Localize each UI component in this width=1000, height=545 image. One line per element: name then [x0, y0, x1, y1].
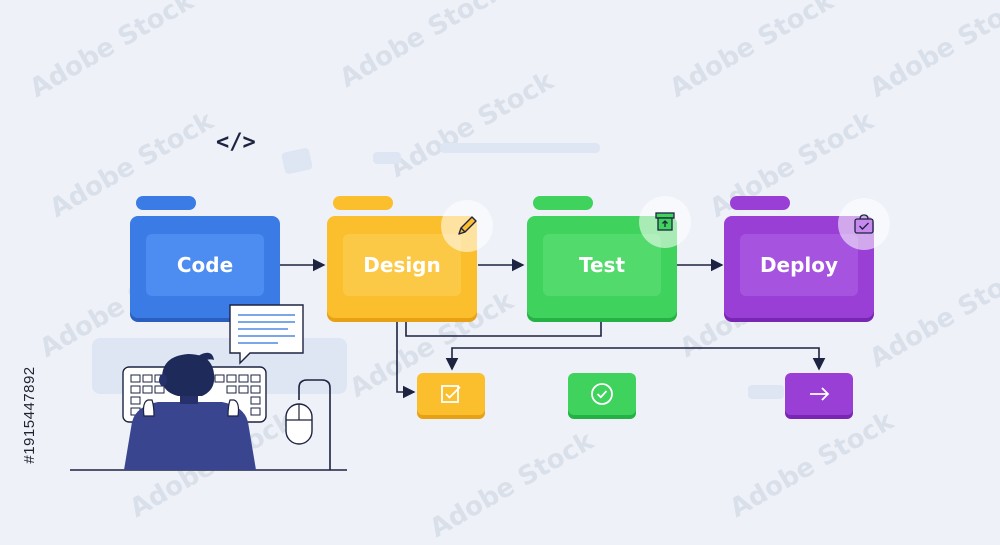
check-circle-icon [591, 383, 613, 405]
folder-tab [533, 196, 593, 210]
output-design[interactable] [417, 373, 485, 415]
upload-box-icon [639, 196, 691, 248]
folder-design[interactable]: Design [327, 196, 477, 318]
arrow-design-output [396, 318, 416, 399]
folder-label: Deploy [740, 234, 858, 296]
developer-figure [124, 352, 256, 470]
folder-label: Code [146, 234, 264, 296]
pencil-icon [441, 200, 493, 252]
decor-block [440, 143, 600, 153]
loop-line [451, 347, 820, 369]
folder-deploy[interactable]: Deploy [724, 196, 874, 318]
mouse-cable [298, 379, 331, 470]
folder-label: Design [343, 234, 461, 296]
arrow-right-icon [810, 387, 830, 401]
output-test[interactable] [568, 373, 636, 415]
folder-tab [730, 196, 790, 210]
folder-tab [333, 196, 393, 210]
mouse-icon [285, 403, 313, 445]
decor-block [748, 385, 784, 399]
folder-label: Test [543, 234, 661, 296]
bracket-design-test [405, 318, 602, 337]
output-deploy[interactable] [785, 373, 853, 415]
stock-id-label: #1915447892 [21, 366, 38, 464]
folder-code[interactable]: Code [130, 196, 280, 318]
speech-bubble [229, 304, 304, 365]
decor-block [373, 152, 401, 164]
checkbox-edit-icon [441, 385, 461, 403]
checked-bag-icon [838, 198, 890, 250]
folder-tab [136, 196, 196, 210]
code-tag-icon: </> [216, 130, 256, 155]
